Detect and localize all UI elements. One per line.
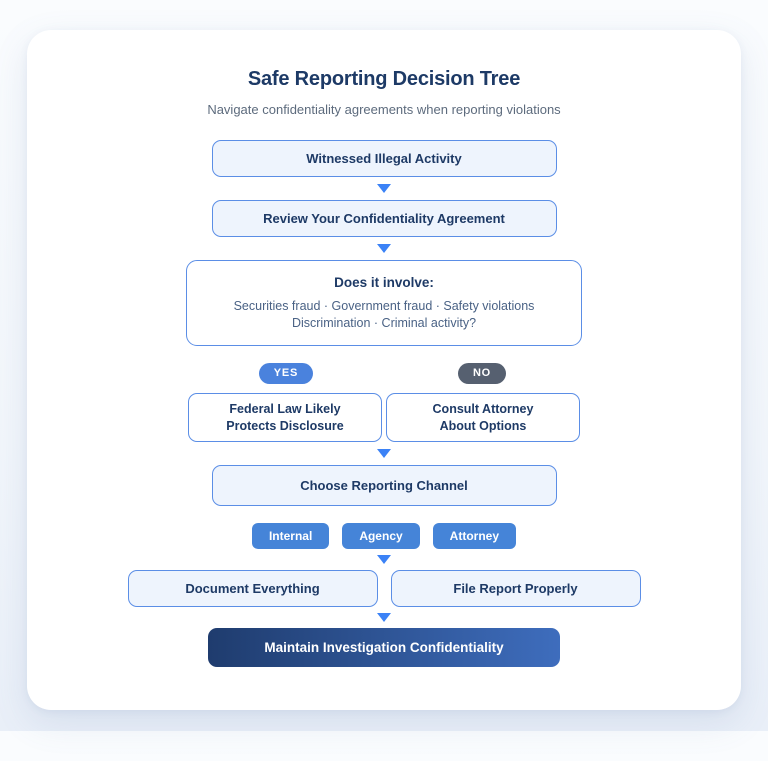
page-subtitle: Navigate confidentiality agreements when… [207, 102, 561, 117]
node-federal-law-protects: Federal Law Likely Protects Disclosure [188, 393, 382, 442]
channel-agency-button[interactable]: Agency [342, 523, 420, 549]
action-boxes-row: Document Everything File Report Properly [127, 570, 641, 607]
branch-boxes-row: Federal Law Likely Protects Disclosure C… [188, 393, 580, 442]
channel-internal-button[interactable]: Internal [251, 523, 330, 549]
yes-badge: YES [258, 363, 314, 384]
node-witnessed-illegal-activity: Witnessed Illegal Activity [211, 140, 557, 177]
branch-no-line-1: Consult Attorney [432, 402, 534, 416]
node-choose-reporting-channel: Choose Reporting Channel [211, 465, 557, 506]
node-document-everything: Document Everything [127, 570, 378, 607]
yes-pill-column: YES [188, 363, 384, 384]
arrow-down-icon [377, 244, 391, 253]
page-title: Safe Reporting Decision Tree [247, 68, 521, 90]
channel-attorney-button[interactable]: Attorney [432, 523, 517, 549]
question-title: Does it involve: [334, 275, 434, 290]
branch-yes-line-1: Federal Law Likely [229, 402, 341, 416]
arrow-down-icon [377, 555, 391, 564]
node-file-report-properly: File Report Properly [390, 570, 641, 607]
question-line-1: Securities fraud · Government fraud · Sa… [233, 299, 535, 313]
question-line-2: Discrimination · Criminal activity? [291, 316, 477, 330]
decision-tree-card: Safe Reporting Decision Tree Navigate co… [27, 30, 741, 710]
branch-no-line-2: About Options [439, 418, 527, 433]
arrow-down-icon [377, 613, 391, 622]
no-badge: NO [457, 363, 507, 384]
branch-labels-row: YES NO [188, 363, 580, 384]
channel-buttons-row: Internal Agency Attorney [251, 523, 517, 549]
node-does-it-involve: Does it involve: Securities fraud · Gove… [186, 260, 582, 346]
arrow-down-icon [377, 449, 391, 458]
node-maintain-confidentiality: Maintain Investigation Confidentiality [208, 628, 560, 667]
arrow-down-icon [377, 184, 391, 193]
node-consult-attorney: Consult Attorney About Options [386, 393, 580, 442]
no-pill-column: NO [384, 363, 580, 384]
branch-yes-line-2: Protects Disclosure [226, 418, 344, 433]
node-review-confidentiality-agreement: Review Your Confidentiality Agreement [211, 200, 557, 237]
